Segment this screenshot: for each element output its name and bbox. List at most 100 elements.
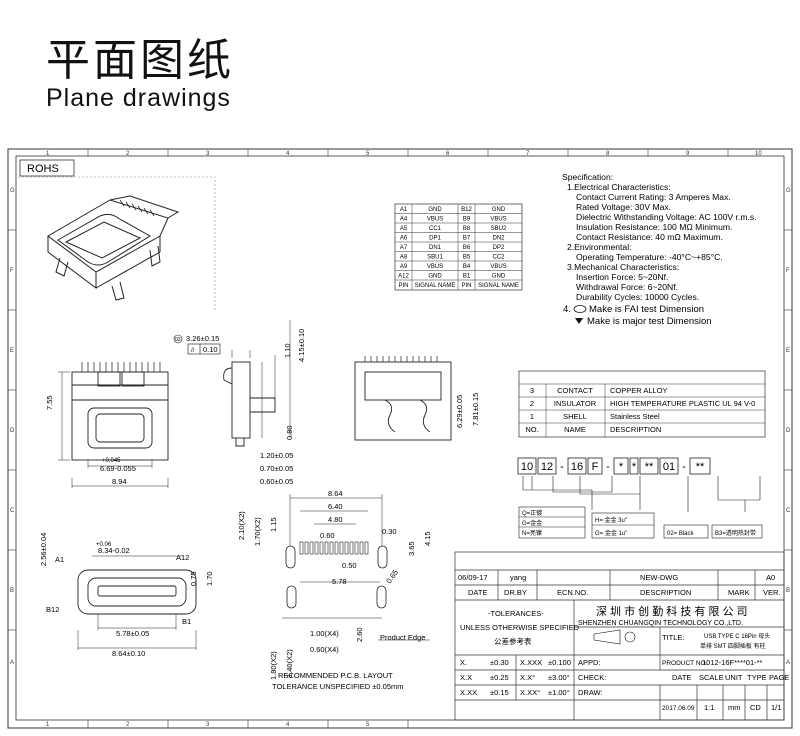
row-label: F <box>786 268 790 274</box>
code-note-02: 02= Black <box>667 531 695 537</box>
pin-table-cell: VBUS <box>490 264 506 270</box>
pcb-dim-864: 8.64 <box>328 489 343 498</box>
v-scale: 1:1 <box>704 703 714 712</box>
row-label: B <box>786 588 790 594</box>
row-label: E <box>10 348 14 354</box>
pcb-dim-115: 1.15 <box>269 517 278 532</box>
material-table-cell: DESCRIPTION <box>610 425 661 434</box>
pin-table-cell: PIN <box>461 283 471 289</box>
code-box-label: ** <box>696 461 705 473</box>
h-desc: DESCRIPTION <box>640 588 691 597</box>
code-box <box>629 457 639 475</box>
dim-120: 1.20±0.05 <box>260 451 293 460</box>
pin-table-cell: SIGNAL NAME <box>478 283 519 289</box>
spec-line: Contact Current Rating: 3 Amperes Max. <box>576 192 731 202</box>
title-val2: 单排 SMT 四脚插板 有柱 <box>700 642 766 650</box>
col-label: 9 <box>686 151 690 157</box>
pcb-title: RECOMMENDED P.C.B. LAYOUT <box>278 671 393 680</box>
dim-075: 0.75 <box>189 571 198 586</box>
dim-060a: 0.60±0.05 <box>260 477 293 486</box>
pin-table-cell: B8 <box>463 226 471 232</box>
row-label: F <box>10 268 14 274</box>
h-mark: MARK <box>728 588 750 597</box>
pin-table-cell: SBU2 <box>491 226 507 232</box>
rev-desc: NEW-DWG <box>640 573 678 582</box>
title-val1: USB TYPE C 16Pin 母头 <box>704 632 770 640</box>
material-table-cell: NO. <box>525 425 538 434</box>
row-label: E <box>786 348 790 354</box>
pin-table-cell: VBUS <box>427 217 443 223</box>
pin-table-cell: B6 <box>463 245 471 251</box>
col-label: 6 <box>446 151 450 157</box>
pin-table-cell: VBUS <box>490 217 506 223</box>
rev-date: 06/09-17 <box>458 573 488 582</box>
row-label: B <box>10 588 14 594</box>
page-title-en: Plane drawings <box>46 84 231 112</box>
pin-table-cell: A5 <box>400 226 408 232</box>
company-en: SHENZHEN CHUANGQIN TECHNOLOGY CO.,LTD. <box>578 620 743 627</box>
product-edge-label: Product Edge <box>380 633 425 642</box>
material-table-cell: 2 <box>530 399 534 408</box>
pin-table-cell: SBU1 <box>427 255 443 261</box>
col-label: 4 <box>286 151 290 157</box>
major-triangle-icon <box>575 318 583 324</box>
tol-title: -TOLERANCES- <box>488 609 544 618</box>
dim-326: 3.26±0.15 <box>186 334 219 343</box>
pcb-dim-210: 2.10(X2) <box>237 511 246 540</box>
dim-755: 7.55 <box>45 395 54 410</box>
pin-table-cell: GND <box>428 274 442 280</box>
tol-ref: 公差参考表 <box>494 636 532 646</box>
col-label: 1 <box>46 151 50 157</box>
spec-line: Durability Cycles: 10000 Cycles. <box>576 292 699 302</box>
pin-b1: B1 <box>182 617 191 626</box>
pin-a1: A1 <box>55 555 64 564</box>
pcb-dim-578: 5.78 <box>332 577 347 586</box>
pcb-dim-100: 1.00(X4) <box>310 629 339 638</box>
code-box <box>587 457 603 475</box>
h2-unit: UNIT <box>725 673 743 682</box>
code-box-label: - <box>606 461 610 473</box>
rev-by: yang <box>510 573 526 582</box>
code-box <box>537 457 557 475</box>
rear-view-drawing <box>354 356 452 441</box>
code-box-label: F <box>592 461 599 473</box>
col-label: 5 <box>366 151 370 157</box>
rohs-box <box>19 159 75 177</box>
h2-page: PAGE <box>769 673 789 682</box>
code-box-label: - <box>560 461 564 473</box>
spec-line: Withdrawal Force: 6~20Nf. <box>576 282 678 292</box>
pin-table-cell: A9 <box>400 264 408 270</box>
code-box-label: 12 <box>541 461 553 473</box>
pin-table-cell: A6 <box>400 236 408 242</box>
dim-010: 0.10 <box>203 345 218 354</box>
pin-table-cell: GND <box>428 207 442 213</box>
pcb-dim-060: 0.60 <box>320 531 335 540</box>
spec-line: 3.Mechanical Characteristics: <box>567 262 679 272</box>
pin-table-cell: B9 <box>463 217 471 223</box>
spec-line: Insertion Force: 5~20Nf. <box>576 272 668 282</box>
row-label: A <box>10 660 14 666</box>
code-box <box>517 457 537 475</box>
col-label: 8 <box>606 151 610 157</box>
dim-578a: 5.78±0.05 <box>116 629 149 638</box>
dim-834-tol: +0.06 <box>96 542 112 548</box>
dim-110: 1.10 <box>283 343 292 358</box>
code-box-label: - <box>682 461 686 473</box>
page-title-cn: 平面图纸 <box>46 35 234 86</box>
code-note: N=亮镍 <box>522 529 542 537</box>
col-label: 4 <box>286 722 290 728</box>
code-box <box>659 457 679 475</box>
dim-070: 0.70±0.05 <box>260 464 293 473</box>
title-block-text: 06/09-17 yang NEW-DWG A0 DATE DR.BY ECN.… <box>458 573 789 712</box>
pin-table-cell: A8 <box>400 255 408 261</box>
pcb-dim-640: 6.40 <box>328 502 343 511</box>
material-table-cell: 3 <box>530 386 534 395</box>
dim-170: 1.70 <box>205 571 214 586</box>
h2-scale: SCALE <box>699 673 724 682</box>
pin-table-cell: DN2 <box>492 236 505 242</box>
pin-table-cell: A4 <box>400 217 408 223</box>
company-cn: 深 圳 市 创 勤 科 技 有 限 公 司 <box>596 604 748 618</box>
spec-line: 2.Environmental: <box>567 242 632 252</box>
material-table-cell: INSULATOR <box>554 399 597 408</box>
